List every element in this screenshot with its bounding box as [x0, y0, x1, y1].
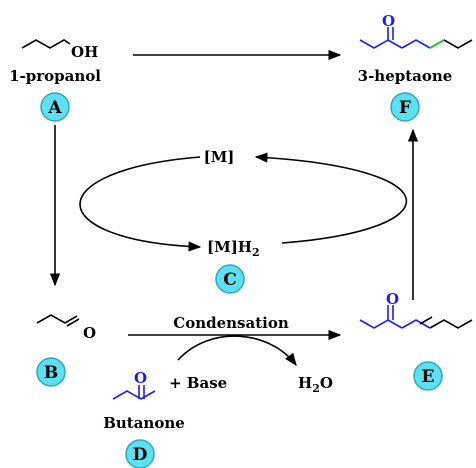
metal-hydride-label: [M]H2	[207, 238, 260, 259]
compound-d-name: Butanone	[103, 414, 185, 432]
svg-text:A: A	[47, 98, 62, 118]
carbonyl-oxygen-e: O	[386, 290, 399, 308]
carbonyl-oxygen-f: O	[382, 12, 395, 30]
svg-text:B: B	[44, 363, 58, 383]
badge-b: B	[36, 357, 66, 387]
cycle-arrow-left	[79, 156, 202, 252]
water-label: H2O	[298, 374, 333, 395]
badge-a: A	[40, 92, 70, 122]
badge-d: D	[125, 439, 155, 468]
condensation-label: Condensation	[173, 314, 289, 332]
cycle-arrow-right	[254, 152, 408, 244]
svg-text:E: E	[422, 367, 435, 387]
svg-text:D: D	[133, 445, 148, 465]
compound-a-name: 1-propanol	[9, 67, 101, 85]
badge-c: C	[215, 264, 245, 294]
compound-a-structure: OH	[21, 39, 98, 61]
svg-text:F: F	[399, 98, 411, 118]
compound-f-structure: O	[359, 12, 473, 49]
compound-e-structure: O	[359, 290, 473, 329]
compound-f-name: 3-heptaone	[358, 67, 453, 85]
svg-text:C: C	[223, 270, 237, 290]
base-label: + Base	[169, 374, 227, 392]
arrow-butanone-in-water-out	[177, 335, 297, 367]
aldehyde-oxygen-b: O	[83, 324, 96, 342]
metal-catalyst-label: [M]	[204, 148, 235, 166]
badge-e: E	[413, 361, 443, 391]
compound-b-structure: O	[36, 314, 96, 342]
badge-f: F	[390, 92, 420, 122]
compound-d-structure: O	[112, 369, 156, 400]
hydroxyl-label: OH	[71, 43, 98, 61]
carbonyl-oxygen-d: O	[134, 369, 147, 387]
